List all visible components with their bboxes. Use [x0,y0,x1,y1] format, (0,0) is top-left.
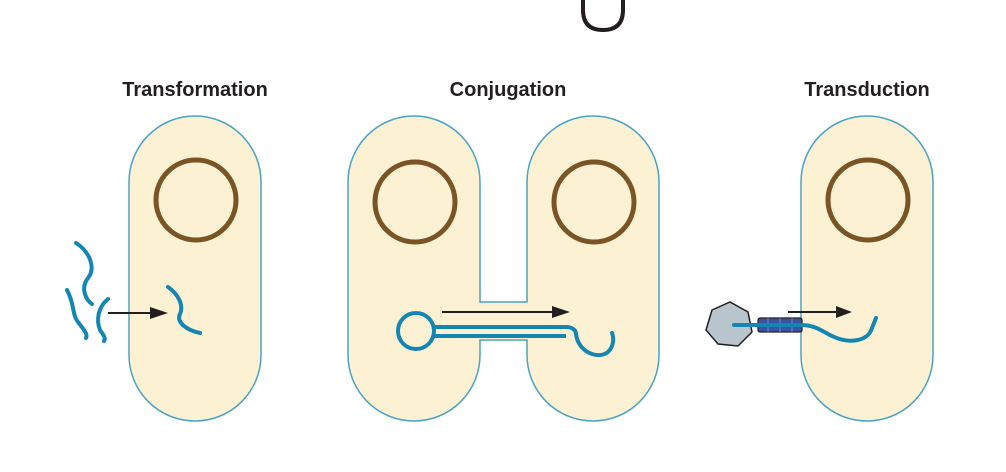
free-dna-fragment [74,241,94,306]
transfer-arrowhead [552,306,570,318]
free-dna-fragment [96,297,110,343]
transformation-panel: Transformation [65,79,268,422]
clipped-top-text-fragment [581,0,625,33]
phage-head-icon [705,301,753,347]
injected-dna-strand [732,316,878,343]
recipient-chromosome-ring [551,159,637,245]
recipient-cell [128,115,262,422]
injection-arrowhead [836,306,852,318]
plasmid-ring [396,311,436,351]
uptake-arrowhead [150,307,168,319]
transformation-label: Transformation [122,79,268,101]
chromosome-ring [825,157,911,243]
transduction-label: Transduction [804,79,930,101]
internalized-dna-fragment [166,285,202,335]
transduction-panel: Transduction [705,79,934,422]
conjugation-panel: Conjugation [347,79,660,422]
donor-chromosome-ring [372,159,458,245]
conjugation-label: Conjugation [450,79,567,101]
recipient-cell [800,115,934,422]
conjugating-cell-pair [347,115,660,422]
free-dna-fragment [65,288,89,340]
transferred-plasmid-strand [574,331,616,358]
chromosome-ring [153,157,239,243]
